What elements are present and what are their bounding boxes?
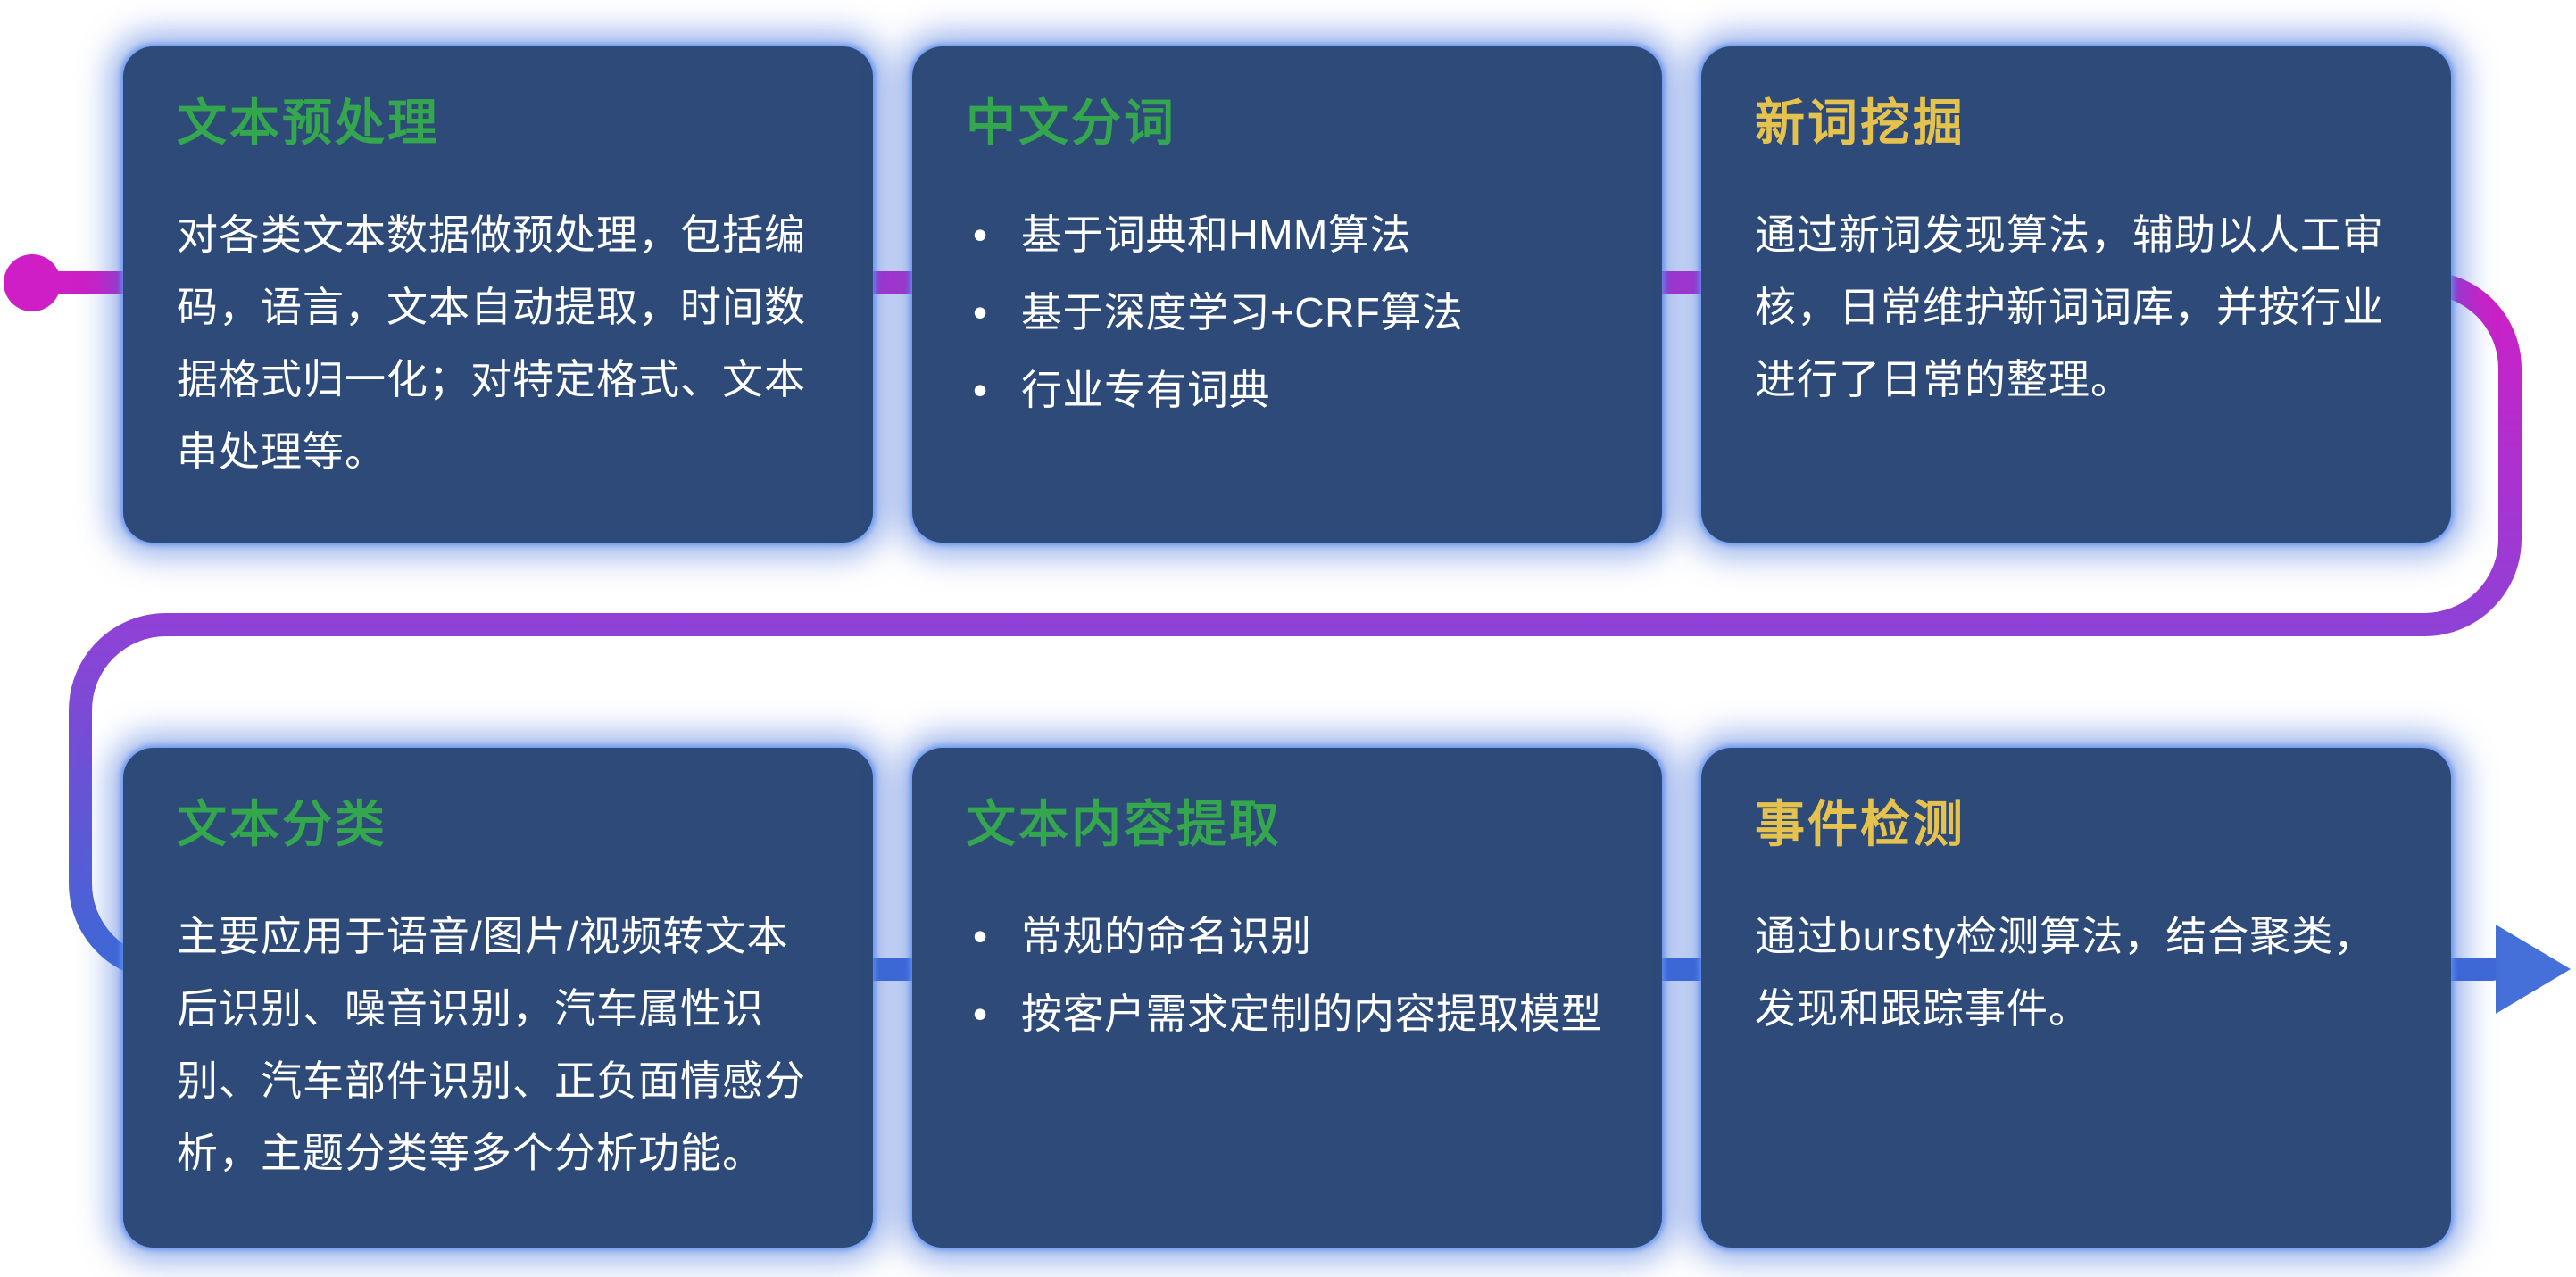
card-event-detection: 事件检测 通过bursty检测算法，结合聚类，发现和跟踪事件。 [1701,748,2451,1248]
card-new-word-mining: 新词挖掘 通过新词发现算法，辅助以人工审核，日常维护新词词库，并按行业进行了日常… [1701,46,2451,543]
flow-arrow-icon [2496,925,2571,1014]
flow-path [21,271,2522,981]
bullet-item: • 基于深度学习+CRF算法 [966,277,1608,349]
bullet-text: 按客户需求定制的内容提取模型 [1021,991,1602,1038]
bullet-item: • 基于词典和HMM算法 [966,199,1608,271]
card-title: 中文分词 [966,95,1176,151]
card-body: 主要应用于语音/图片/视频转文本后识别、噪音识别，汽车属性识别、汽车部件识别、正… [177,913,806,1177]
bullet-item: • 常规的命名识别 [966,900,1608,973]
card-text-content-extraction: 文本内容提取 • 常规的命名识别 • 按客户需求定制的内容提取模型 [912,748,1662,1248]
card-title: 文本分类 [177,796,387,852]
card-title: 文本预处理 [177,95,440,151]
card-title: 文本内容提取 [966,796,1282,852]
bullet-text: 基于深度学习+CRF算法 [1021,289,1464,336]
bullet-icon: • [973,211,988,259]
bullet-text: 常规的命名识别 [1021,913,1312,960]
card-body: 对各类文本数据做预处理，包括编码，语言，文本自动提取，时间数据格式归一化；对特定… [177,211,806,476]
card-title: 新词挖掘 [1755,95,1965,151]
card-chinese-word-segmentation: 中文分词 • 基于词典和HMM算法 • 基于深度学习+CRF算法 • 行业专有词… [912,46,1662,543]
card-body: 通过新词发现算法，辅助以人工审核，日常维护新词词库，并按行业进行了日常的整理。 [1755,211,2384,403]
card-title: 事件检测 [1755,796,1965,852]
bullet-icon: • [973,913,988,960]
bullet-text: 基于词典和HMM算法 [1021,211,1411,259]
bullet-icon: • [973,367,988,414]
bullet-icon: • [973,991,988,1038]
card-text-classification: 文本分类 主要应用于语音/图片/视频转文本后识别、噪音识别，汽车属性识别、汽车部… [123,748,873,1248]
bullet-icon: • [973,289,988,336]
bullet-item: • 行业专有词典 [966,354,1608,427]
bullet-list: • 基于词典和HMM算法 • 基于深度学习+CRF算法 • 行业专有词典 [966,199,1608,427]
flow-start-dot [4,254,61,311]
bullet-text: 行业专有词典 [1021,367,1270,414]
card-text-preprocessing: 文本预处理 对各类文本数据做预处理，包括编码，语言，文本自动提取，时间数据格式归… [123,46,873,543]
bullet-item: • 按客户需求定制的内容提取模型 [966,978,1608,1050]
bullet-list: • 常规的命名识别 • 按客户需求定制的内容提取模型 [966,900,1608,1050]
card-body: 通过bursty检测算法，结合聚类，发现和跟踪事件。 [1755,913,2376,1032]
